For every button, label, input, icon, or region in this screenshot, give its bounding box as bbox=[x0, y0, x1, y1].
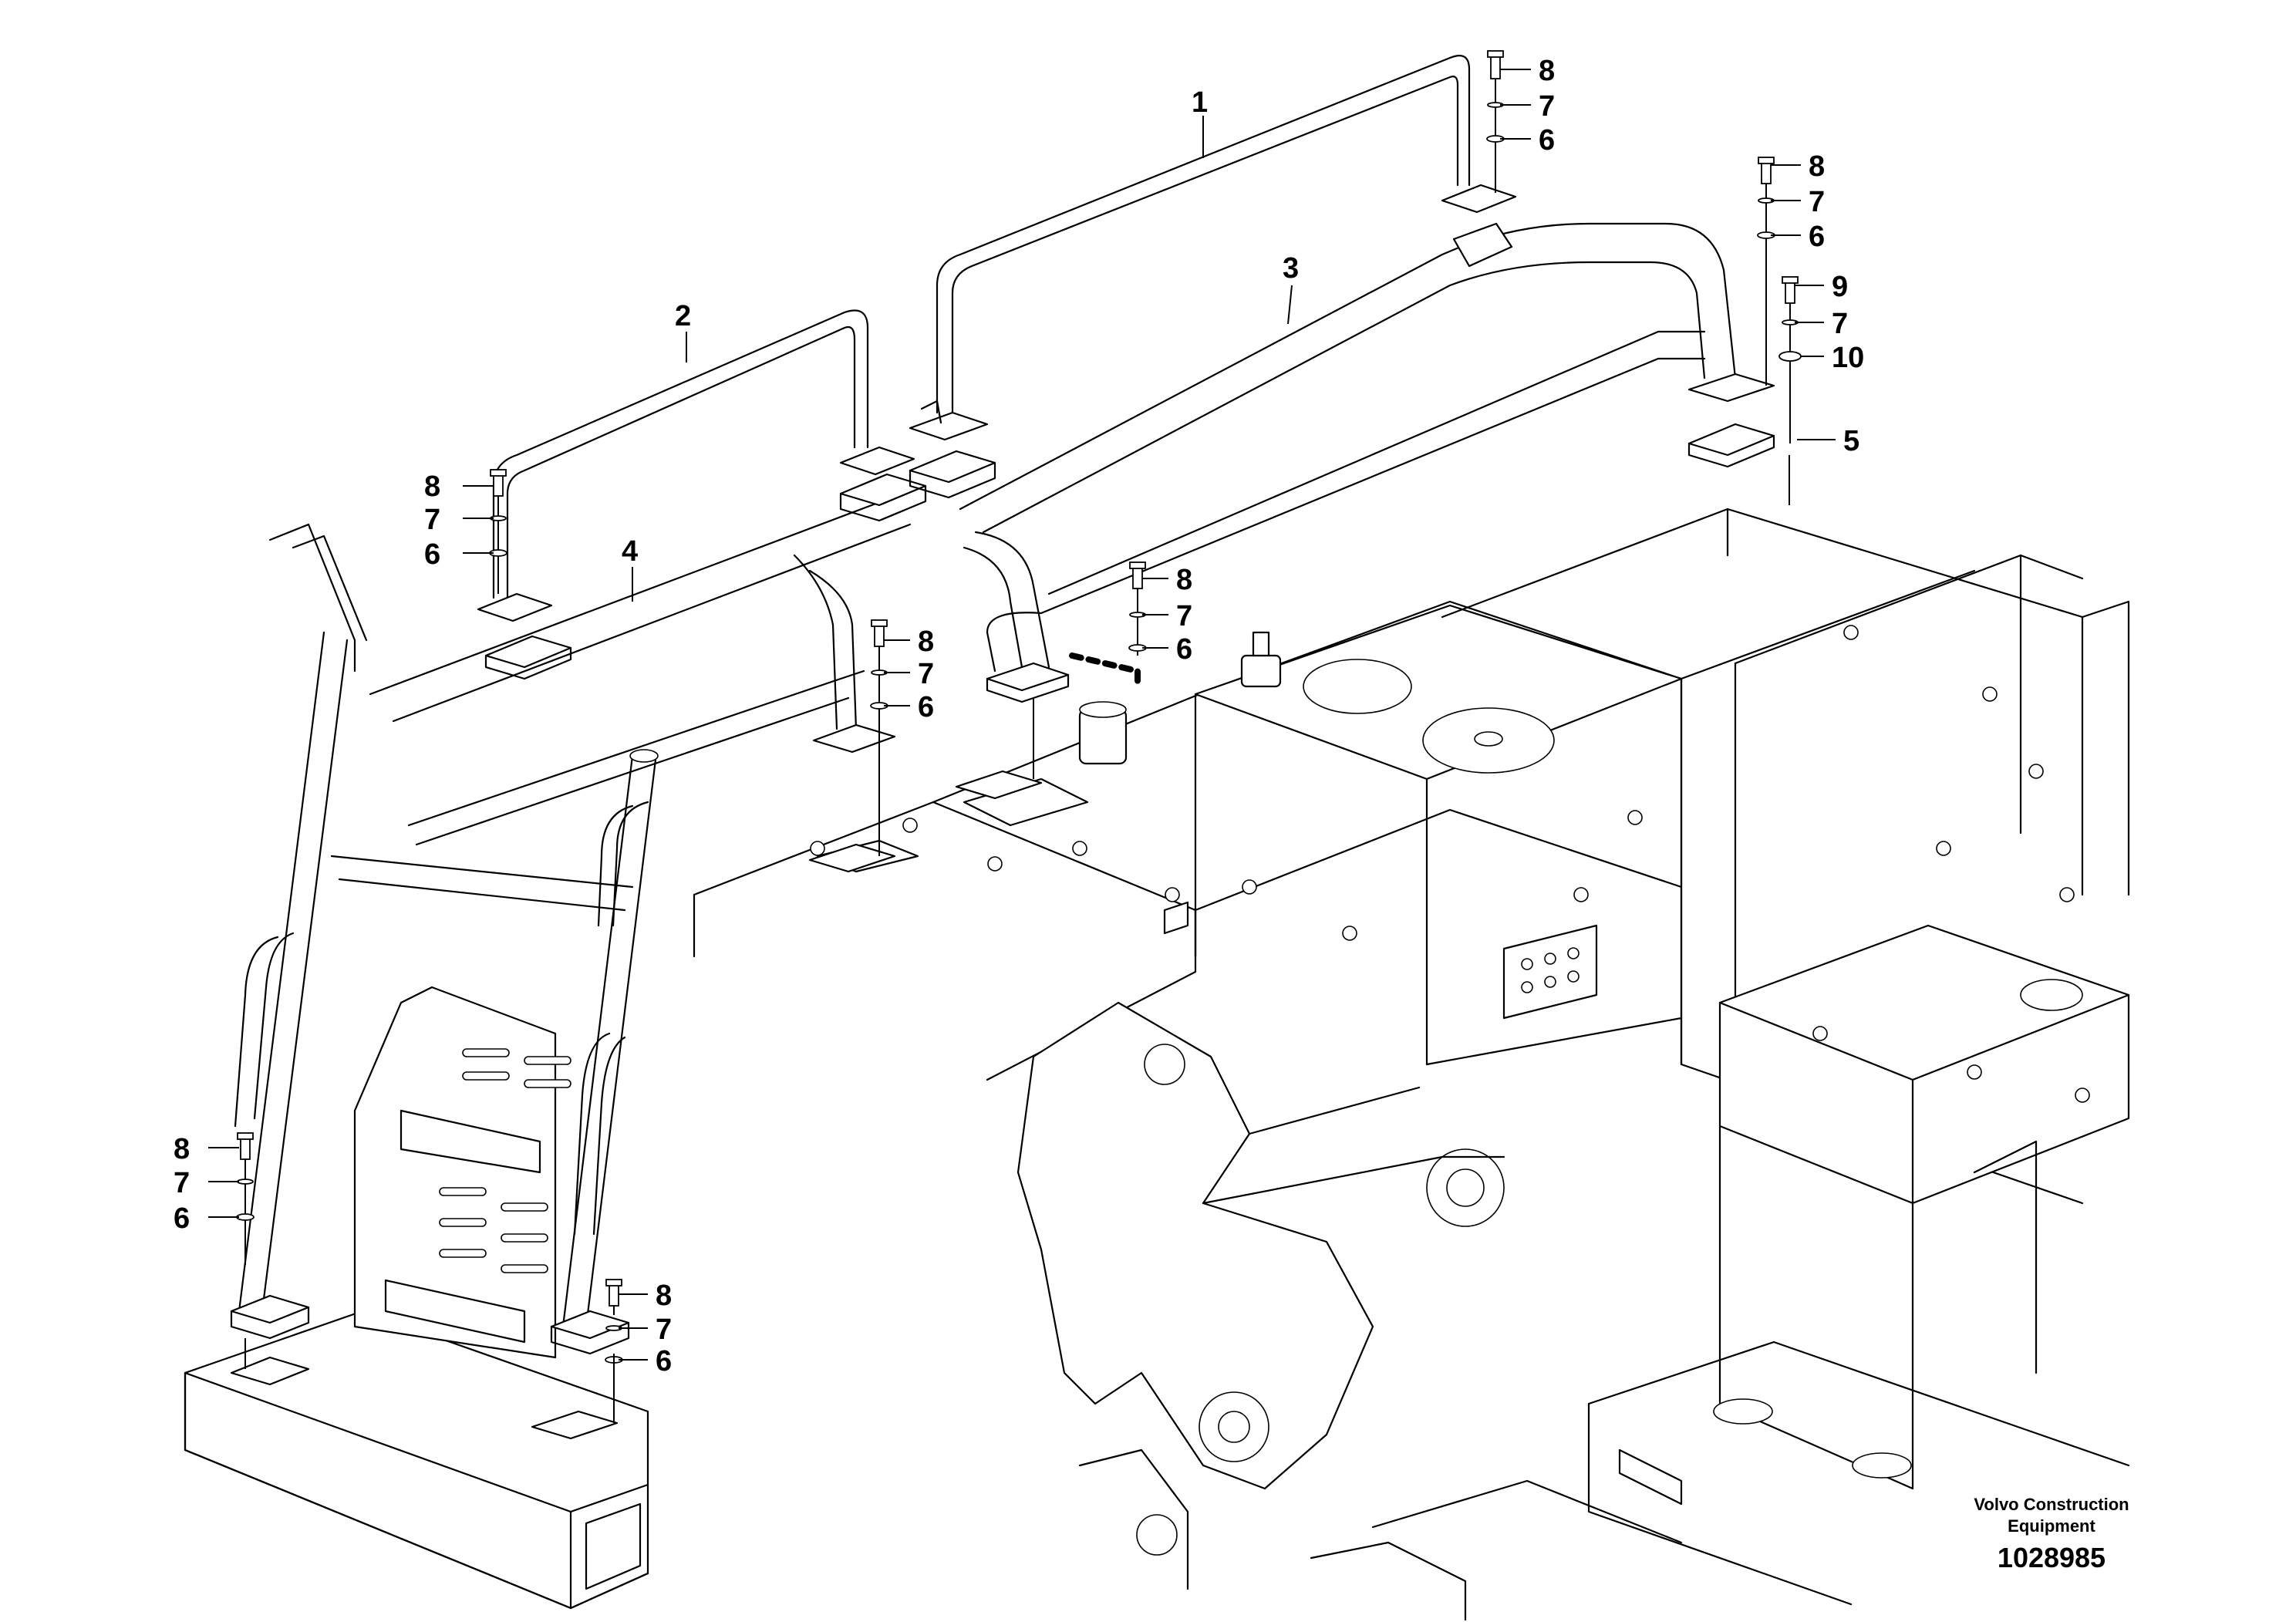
document-number: 1028985 bbox=[1998, 1542, 2106, 1573]
callout-8-lower-mid: 8 bbox=[656, 1280, 672, 1312]
callout-6-mid: 6 bbox=[918, 691, 934, 723]
callout-5: 5 bbox=[1843, 425, 1859, 457]
callout-8-lower-left: 8 bbox=[174, 1133, 190, 1165]
deck-fittings bbox=[810, 625, 2090, 1103]
callout-leaders bbox=[208, 69, 1836, 1361]
callout-6-top: 6 bbox=[1539, 124, 1555, 157]
callout-2: 2 bbox=[675, 300, 691, 332]
callout-3: 3 bbox=[1283, 252, 1299, 285]
callout-6-right: 6 bbox=[1809, 221, 1825, 253]
callout-6-center: 6 bbox=[1176, 633, 1192, 666]
credit-block: Volvo Construction Equipment 1028985 bbox=[1974, 1495, 2129, 1573]
callout-10: 10 bbox=[1832, 342, 1864, 374]
machine-frame bbox=[184, 508, 2130, 1621]
credit-line-2: Equipment bbox=[2008, 1516, 2095, 1536]
callout-1: 1 bbox=[1192, 86, 1208, 119]
callout-7-right: 7 bbox=[1809, 186, 1825, 218]
callout-7-left: 7 bbox=[424, 504, 440, 536]
grille-slots bbox=[439, 1048, 571, 1273]
callout-8-left: 8 bbox=[424, 470, 440, 503]
callout-7-lower-mid: 7 bbox=[656, 1313, 672, 1346]
handrail-3 bbox=[959, 222, 1775, 703]
callout-7-lower-left: 7 bbox=[174, 1167, 190, 1199]
callout-7-right-lower: 7 bbox=[1832, 308, 1848, 340]
callout-8-mid: 8 bbox=[918, 626, 934, 658]
callout-labels: 1 2 3 4 5 8 7 6 8 7 6 9 7 10 8 7 6 8 7 6… bbox=[174, 55, 1864, 1378]
callout-7-top: 7 bbox=[1539, 90, 1555, 123]
handrail-1 bbox=[909, 55, 1517, 441]
mount-pads bbox=[484, 423, 1775, 680]
callout-8-center: 8 bbox=[1176, 564, 1192, 596]
callout-7-mid: 7 bbox=[918, 658, 934, 690]
callout-8-right: 8 bbox=[1809, 150, 1825, 183]
fastener-stacks bbox=[236, 50, 1802, 1423]
handrail-4 bbox=[230, 492, 1043, 1440]
callout-6-lower-mid: 6 bbox=[656, 1345, 672, 1378]
callout-9: 9 bbox=[1832, 271, 1848, 303]
credit-line-1: Volvo Construction bbox=[1974, 1495, 2129, 1514]
handrail-2 bbox=[477, 309, 915, 622]
callout-8-top: 8 bbox=[1539, 55, 1555, 87]
callout-6-lower-left: 6 bbox=[174, 1202, 190, 1235]
callout-6-left: 6 bbox=[424, 538, 440, 571]
callout-4: 4 bbox=[622, 535, 638, 568]
callout-7-center: 7 bbox=[1176, 600, 1192, 632]
